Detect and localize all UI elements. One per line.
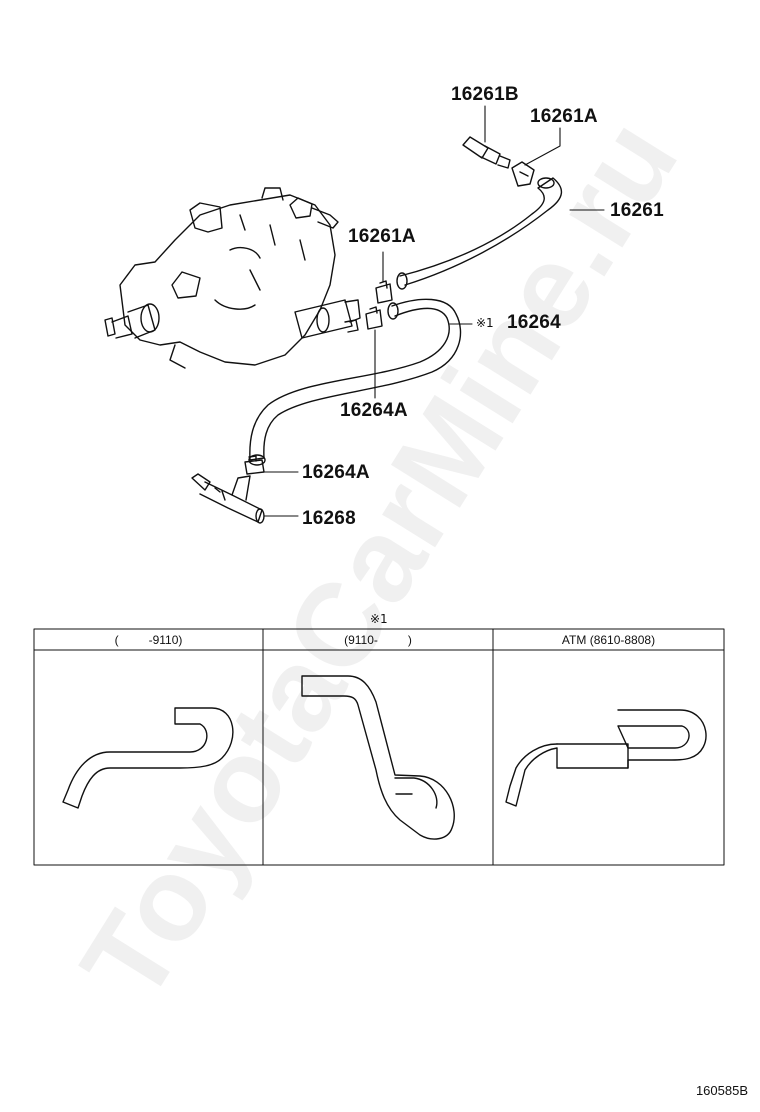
callout-16261A-mid: 16261A [348, 226, 416, 247]
callout-16264A-mid: 16264A [340, 400, 408, 421]
callout-16261A-top: 16261A [530, 106, 598, 127]
figure-code: 160585B [695, 1083, 748, 1098]
clamp-16264A-mid [365, 306, 383, 330]
table-title: ※1 [370, 612, 388, 626]
callout-16264A-low: 16264A [302, 462, 370, 483]
callout-16264: 16264 [507, 312, 561, 333]
clamp-16261A-mid [375, 280, 393, 304]
hose-variant-3 [505, 709, 707, 807]
table-header-col-3: ATM (8610-8808) [561, 633, 656, 647]
table-header-col-1: ( -9110) [114, 633, 183, 647]
callout-16261B: 16261B [451, 84, 519, 105]
hose-16264 [248, 298, 462, 466]
table-header-col-2: (9110- ) [344, 633, 412, 647]
connector-16261B [462, 136, 511, 169]
hose-variant-2 [301, 675, 455, 840]
note-mark: ※1 [476, 316, 494, 330]
connector-16268 [191, 473, 265, 524]
leader-lines [263, 105, 605, 517]
variant-table-frame [33, 628, 725, 866]
clamp-16261A-top [511, 161, 535, 187]
injection-pump [104, 187, 361, 369]
callout-16268: 16268 [302, 508, 356, 529]
hose-variant-1 [62, 707, 234, 809]
callout-16261: 16261 [610, 200, 664, 221]
hose-16261 [396, 177, 563, 290]
